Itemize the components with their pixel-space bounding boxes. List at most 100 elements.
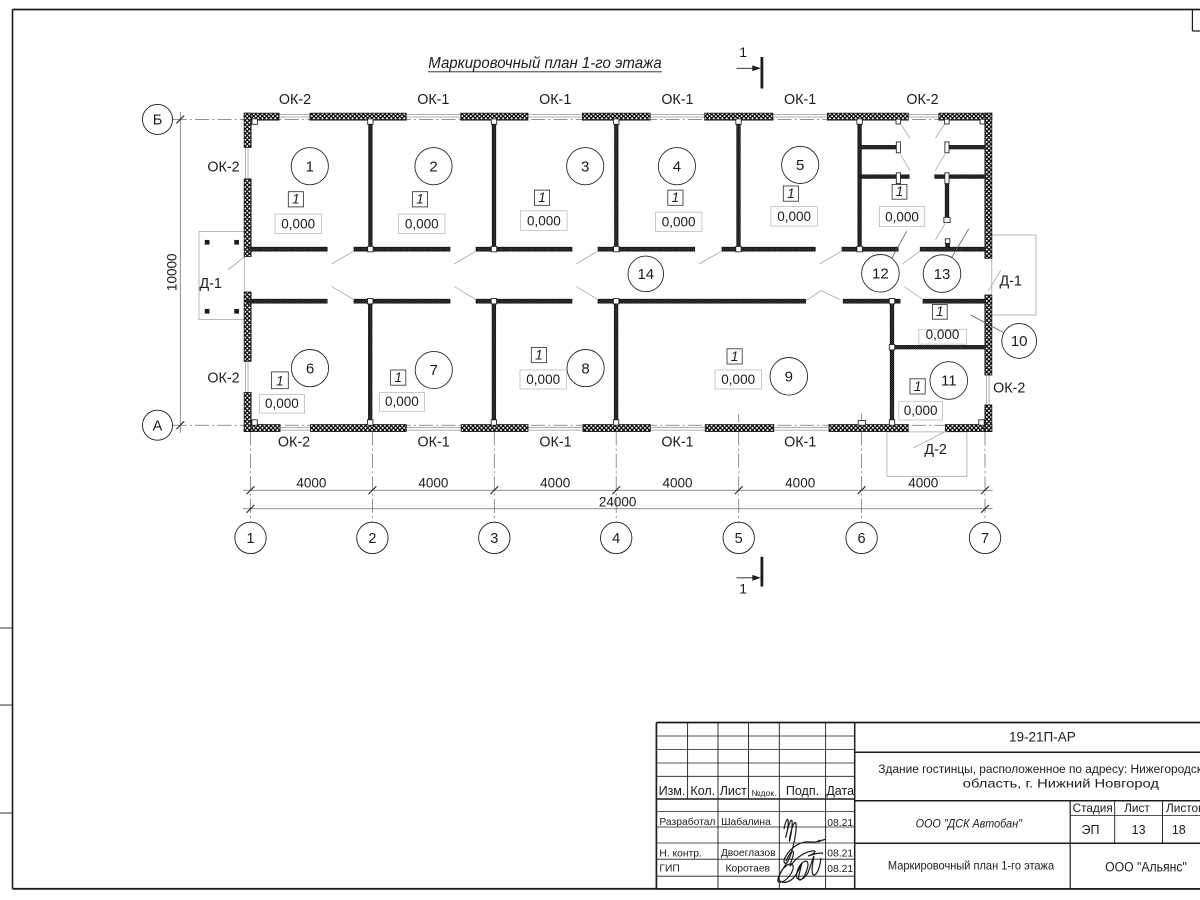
window-label: ОК-1	[417, 92, 449, 108]
grid-bubble-number: 3	[490, 531, 498, 547]
dim-tick	[246, 485, 255, 495]
tb-role: Разработал	[659, 816, 715, 828]
junction-cap	[979, 118, 986, 125]
room-number: 5	[796, 157, 804, 174]
corridor-wall-segment	[597, 298, 807, 304]
wall-segment-left	[243, 291, 252, 362]
room-number: 3	[581, 158, 589, 175]
room-13-label: 13	[922, 254, 962, 293]
corridor-wall-segment	[246, 298, 328, 304]
window-label: ОК-1	[661, 92, 693, 108]
junction-cap	[613, 245, 620, 253]
wall-segment-bottom	[582, 424, 651, 432]
dim-text-height: 10000	[165, 254, 180, 292]
room-11-label: 11 1 0,000	[898, 361, 969, 421]
dim-tick	[175, 420, 185, 430]
junction-cap	[888, 419, 896, 426]
wall-segment-right	[984, 112, 993, 259]
drawing-title: Маркировочный план 1-го этажа	[428, 55, 661, 72]
room-6-circle	[290, 349, 330, 388]
apartment-marker: 1	[394, 370, 402, 385]
room-number: 9	[785, 369, 793, 386]
level-mark: 0,000	[885, 210, 919, 225]
stub-end-cap	[895, 172, 901, 185]
apartment-marker: 1	[538, 190, 546, 205]
tb-col-header: Изм.	[659, 784, 686, 798]
door-opening-diagonal	[820, 290, 840, 300]
room-10-leader	[970, 314, 1004, 333]
partition-bottom-row	[889, 302, 895, 425]
apartment-marker-box	[390, 369, 407, 386]
corridor-wall-segment	[841, 246, 899, 252]
entrance-porch-right	[991, 234, 1037, 316]
apartment-marker: 1	[292, 192, 300, 207]
door-opening-diagonal	[899, 153, 911, 171]
level-mark-box	[519, 369, 567, 390]
junction-cap	[490, 419, 498, 426]
tb-date: 08.21	[827, 864, 853, 875]
door-opening-diagonal	[576, 286, 599, 300]
apartment-marker-box	[726, 348, 743, 365]
room-2-label: 2 1 0,000	[398, 147, 453, 234]
tb-col-header: №док.	[751, 788, 776, 798]
porch-post	[234, 239, 239, 245]
room-9-circle	[769, 357, 809, 396]
tb-stage-value: ЭП	[1082, 823, 1100, 837]
dim-tick	[489, 485, 499, 495]
grid-bubble-3	[478, 521, 511, 555]
stub-end-cap	[944, 238, 951, 244]
door-opening-diagonal	[698, 250, 723, 265]
corridor-wall-segment	[919, 246, 986, 252]
partition-top-row	[736, 119, 741, 248]
apartment-marker-box	[534, 189, 551, 206]
grid-bubble-B	[142, 103, 173, 135]
tb-stage-label: Стадия	[1073, 801, 1113, 815]
window-glazing-lines	[245, 114, 990, 431]
door-opening-diagonal	[331, 286, 355, 301]
apartment-marker: 1	[416, 192, 424, 207]
room-14-circle	[627, 255, 665, 293]
apartment-marker: 1	[731, 349, 739, 364]
room-number: 4	[673, 158, 681, 175]
section-mark-top: 1	[736, 44, 764, 89]
grid-bubble-number: 7	[981, 531, 989, 547]
level-mark: 0,000	[385, 394, 419, 409]
dim-text-bay: 4000	[785, 476, 815, 491]
partition-bottom-row	[491, 302, 497, 425]
section-arrow-icon	[752, 574, 761, 581]
signature	[783, 818, 827, 864]
room-3-label: 3 1 0,000	[520, 147, 605, 231]
tb-date: 08.21	[827, 849, 853, 860]
room-13-circle	[922, 254, 962, 293]
dim-text-bay: 4000	[540, 476, 570, 491]
room-number: 11	[941, 373, 957, 390]
level-mark: 0,000	[526, 372, 560, 387]
dim-tick	[980, 485, 990, 495]
level-mark-box	[398, 213, 446, 234]
tb-role: ГИП	[659, 864, 679, 875]
stub-wall	[944, 178, 950, 221]
level-mark-box	[714, 369, 762, 390]
apartment-marker-box	[932, 303, 948, 320]
grid-bubbles-bottom: 1 2 3 4 5 6 7	[234, 521, 1002, 555]
stub-end-cap	[943, 216, 951, 223]
tb-doc-code: 19-21П-АР	[1009, 730, 1076, 745]
door-opening-diagonal	[935, 221, 947, 240]
door-opening-diagonal	[903, 286, 924, 300]
level-mark-box	[259, 394, 305, 414]
tb-sheets-value: 18	[1172, 823, 1186, 837]
level-mark-box	[770, 206, 818, 227]
grid-bubble-1	[234, 521, 267, 555]
door-label: Д-1	[199, 276, 221, 292]
door-opening-diagonal	[819, 250, 843, 265]
title-block: Изм. Кол. Лист №док. Подп. Дата Разработ…	[655, 721, 1200, 890]
level-mark: 0,000	[405, 217, 439, 232]
wall-segment-bottom	[460, 424, 529, 432]
dim-text-bay: 4000	[296, 476, 326, 491]
grid-bubble-2	[356, 521, 389, 555]
junction-cap	[367, 419, 374, 426]
level-mark: 0,000	[721, 372, 755, 387]
room-9-label: 9 1 0,000	[714, 348, 809, 396]
